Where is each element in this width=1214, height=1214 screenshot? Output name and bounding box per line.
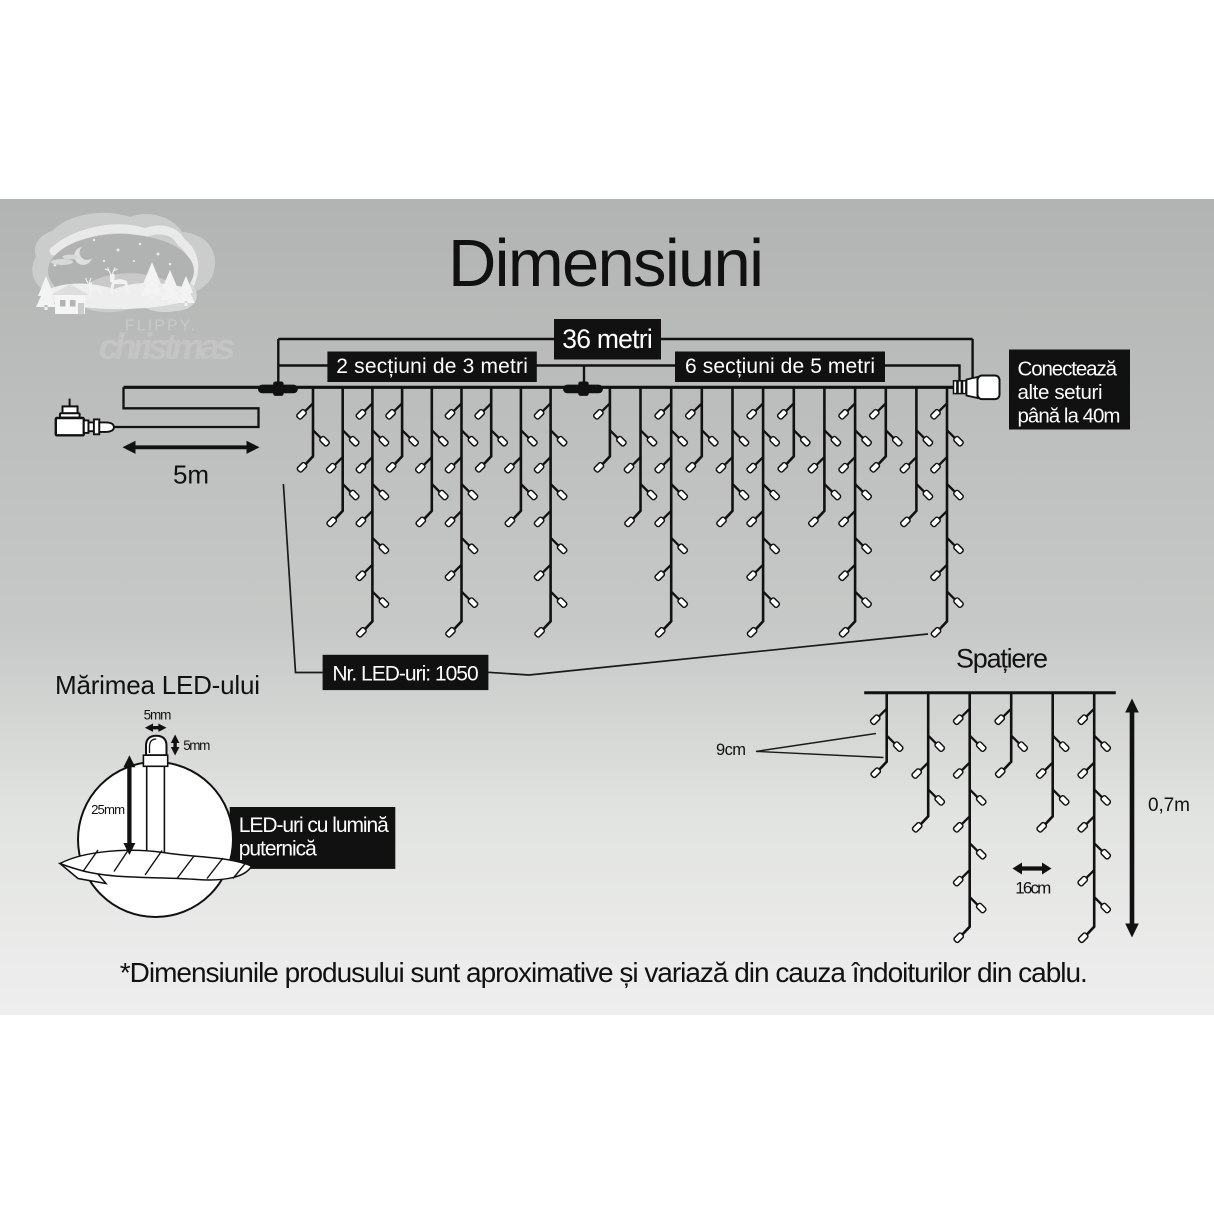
svg-text:2 secțiuni de 3 metri: 2 secțiuni de 3 metri [336, 355, 528, 378]
svg-text:16cm: 16cm [1015, 879, 1051, 898]
svg-text:Nr. LED-uri: 1050: Nr. LED-uri: 1050 [332, 663, 478, 686]
svg-text:christmas: christmas [99, 326, 236, 367]
svg-text:5mm: 5mm [183, 738, 210, 753]
svg-text:Mărimea LED-ului: Mărimea LED-ului [55, 670, 260, 700]
svg-text:până la 40m: până la 40m [1018, 405, 1121, 428]
svg-text:Conectează: Conectează [1018, 358, 1118, 381]
svg-text:5mm: 5mm [144, 708, 172, 723]
svg-text:FLIPPY.: FLIPPY. [125, 318, 198, 335]
svg-text:6 secțiuni de 5 metri: 6 secțiuni de 5 metri [685, 355, 875, 378]
svg-text:alte seturi: alte seturi [1018, 381, 1103, 404]
svg-text:0,7m: 0,7m [1148, 795, 1190, 816]
svg-text:36 metri: 36 metri [562, 324, 653, 354]
svg-text:Dimensiuni: Dimensiuni [448, 226, 764, 301]
svg-text:5m: 5m [173, 460, 209, 490]
svg-text:Spațiere: Spațiere [956, 643, 1048, 673]
svg-text:LED-uri cu lumină: LED-uri cu lumină [239, 814, 389, 837]
svg-text:9cm: 9cm [716, 741, 746, 759]
svg-text:25mm: 25mm [91, 802, 125, 817]
svg-text:puternică: puternică [239, 838, 317, 861]
svg-text:*Dimensiunile produsului sunt: *Dimensiunile produsului sunt aproximati… [120, 957, 1088, 988]
